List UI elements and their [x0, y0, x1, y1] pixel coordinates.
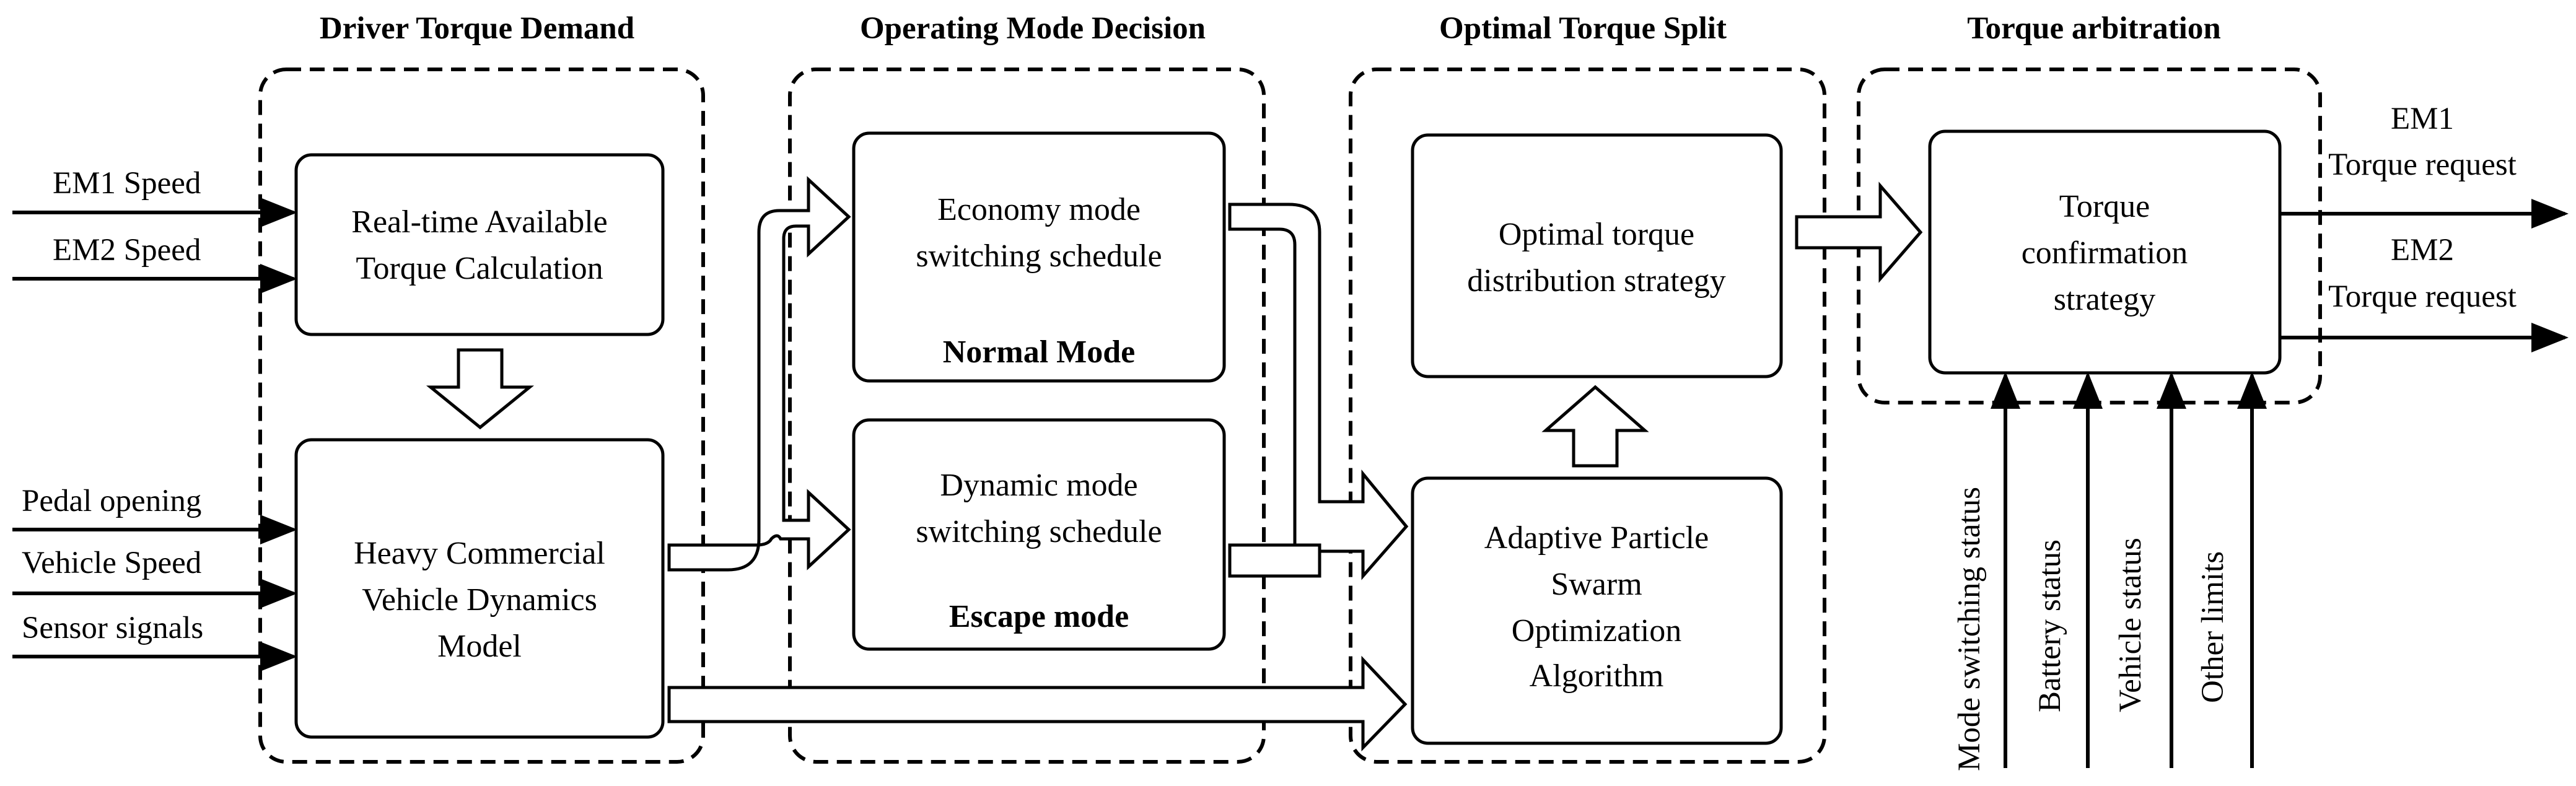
vehicle-status-label: Vehicle status: [2113, 538, 2148, 712]
torque-confirmation-block: [1928, 129, 2282, 375]
torque-confirmation-label-3: strategy: [2054, 282, 2156, 317]
dynamics-to-apso-arrow: [667, 655, 1408, 752]
economy-mode-block: [852, 131, 1226, 383]
dynamics-to-mode-schedules-arrow: [667, 176, 851, 572]
normal-mode-label: Normal Mode: [943, 334, 1135, 370]
torque-calculation-label-1: Real-time Available: [351, 204, 607, 240]
section-title-driver-torque-demand: Driver Torque Demand: [320, 11, 634, 46]
battery-status-label: Battery status: [2033, 539, 2067, 712]
operating-mode-decision-frame: [788, 68, 1266, 764]
economy-to-apso-arrow: [1228, 203, 1409, 580]
apso-label-4: Algorithm: [1530, 658, 1664, 694]
apso-label-2: Swarm: [1551, 567, 1642, 602]
sensor-signals-label: Sensor signals: [22, 611, 203, 645]
torque-calculation-label-2: Torque Calculation: [356, 251, 603, 286]
pedal-opening-label: Pedal opening: [22, 484, 201, 518]
driver-torque-demand-frame: [258, 68, 705, 764]
vehicle-dynamics-label-2: Vehicle Dynamics: [362, 582, 597, 618]
economy-mode-label-2: switching schedule: [916, 238, 1162, 274]
vehicle-dynamics-label-1: Heavy Commercial: [354, 536, 605, 571]
em2-output-label: EM2: [2391, 233, 2454, 268]
em1-torque-request-label: Torque request: [2328, 147, 2517, 182]
em1-output-label: EM1: [2391, 102, 2454, 136]
dynamic-mode-label-1: Dynamic mode: [940, 468, 1137, 503]
optimal-torque-label-1: Optimal torque: [1499, 217, 1694, 252]
optimal-torque-split-frame: [1349, 68, 1826, 764]
dynamic-to-apso-arrow-body: [1228, 543, 1321, 578]
calc-to-dynamics-arrow: [426, 348, 535, 430]
torque-confirmation-label-1: Torque: [2059, 189, 2150, 224]
apso-label-1: Adaptive Particle: [1484, 520, 1709, 556]
economy-mode-label-1: Economy mode: [937, 192, 1141, 227]
vehicle-dynamics-label-3: Model: [437, 629, 522, 664]
apso-label-3: Optimization: [1512, 613, 1681, 648]
dynamic-mode-block: [852, 418, 1226, 651]
torque-confirmation-label-2: confirmation: [2022, 235, 2188, 271]
em2-speed-label: EM2 Speed: [53, 233, 201, 268]
dynamic-mode-label-2: switching schedule: [916, 514, 1162, 549]
escape-mode-label: Escape mode: [949, 599, 1129, 634]
section-title-operating-mode-decision: Operating Mode Decision: [860, 11, 1206, 46]
other-limits-label: Other limits: [2196, 551, 2230, 703]
section-title-torque-arbitration: Torque arbitration: [1967, 11, 2220, 46]
vehicle-speed-label: Vehicle Speed: [22, 546, 201, 580]
split-to-arbitration-arrow: [1795, 181, 1923, 283]
torque-calculation-block: [294, 153, 665, 336]
adaptive-pso-block: [1411, 476, 1783, 745]
section-title-optimal-torque-split: Optimal Torque Split: [1439, 11, 1727, 46]
em1-speed-label: EM1 Speed: [53, 166, 201, 201]
optimal-torque-distribution-block: [1411, 133, 1783, 378]
mode-switching-status-label: Mode switching status: [1952, 487, 1987, 771]
optimal-torque-label-2: distribution strategy: [1467, 263, 1725, 299]
em2-torque-request-label: Torque request: [2328, 279, 2517, 314]
apso-to-optimal-arrow: [1541, 385, 1649, 468]
